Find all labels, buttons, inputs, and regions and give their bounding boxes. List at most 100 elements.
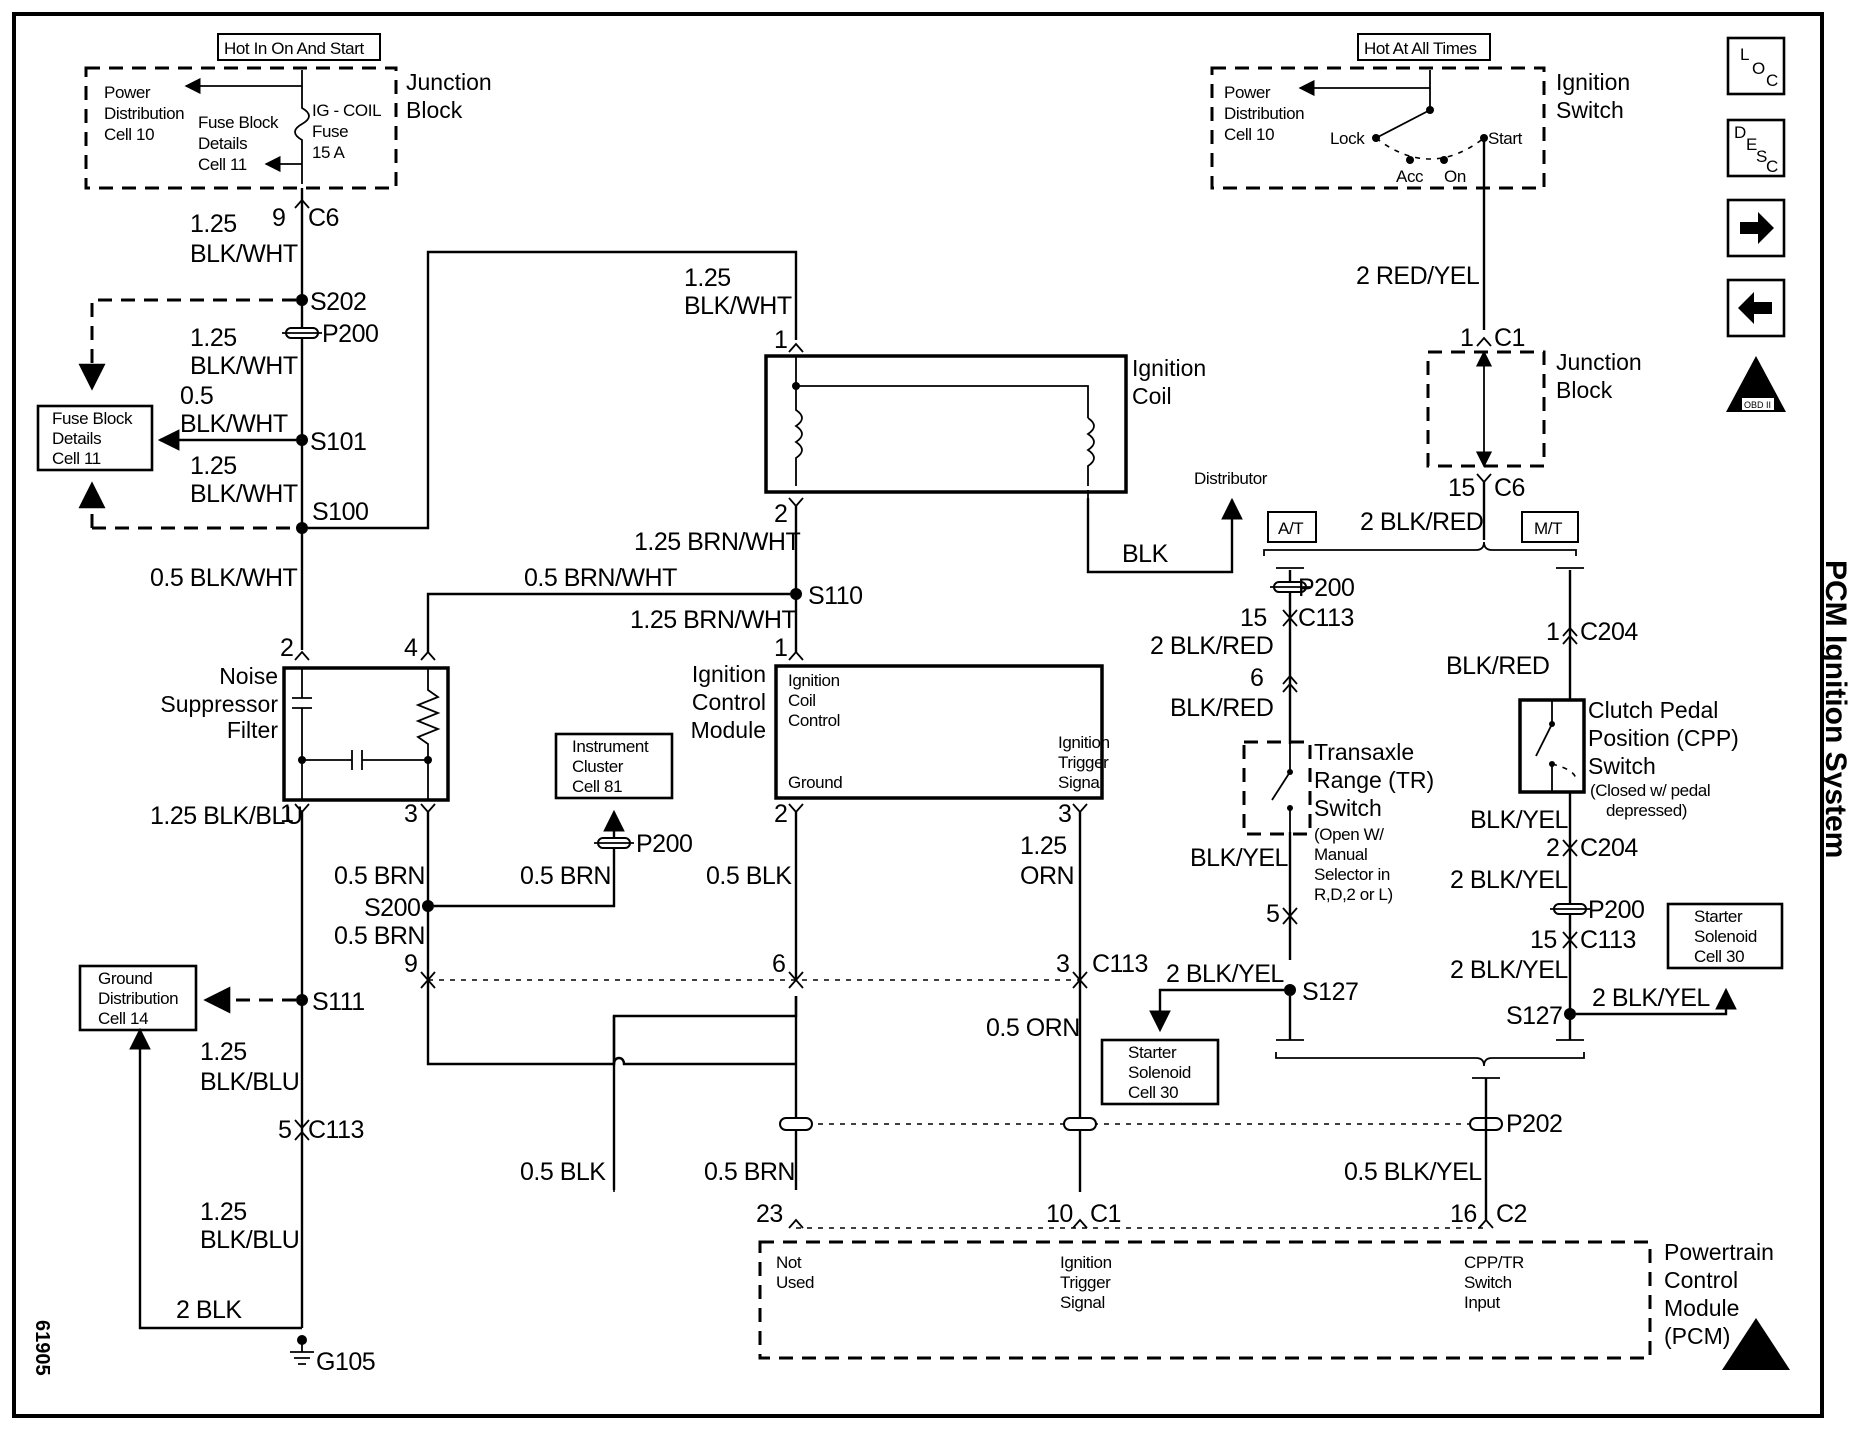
figure-number: 61905	[31, 1320, 53, 1376]
ref-instrument-cluster[interactable]: Instrument Cluster Cell 81	[554, 732, 674, 800]
ref-starter-solenoid-mid[interactable]: Starter Solenoid Cell 30	[1100, 1038, 1220, 1106]
svg-text:Cell 11: Cell 11	[52, 449, 101, 468]
cpp-switch-note: (Closed w/ pedal depressed)	[1590, 781, 1711, 820]
svg-text:Manual: Manual	[1314, 845, 1367, 864]
pdc-left-arrow	[184, 70, 303, 95]
wire-label: 2 RED/YEL	[1356, 262, 1480, 290]
ref-ground-distribution[interactable]: Ground Distribution Cell 14	[78, 964, 198, 1032]
icm-ground-text: Ground	[788, 773, 842, 792]
label-mt: M/T	[1521, 511, 1579, 543]
svg-text:R,D,2 or L): R,D,2 or L)	[1314, 885, 1393, 904]
svg-text:Fuse: Fuse	[312, 122, 348, 141]
cpp-switch-contacts	[1535, 700, 1577, 792]
ignition-switch-box	[1210, 66, 1546, 190]
c6-pin-label: 9	[272, 204, 285, 232]
svg-text:Switch: Switch	[1588, 753, 1656, 779]
connector-symbol	[294, 198, 310, 209]
svg-text:CPP/TR: CPP/TR	[1464, 1253, 1524, 1272]
svg-text:Distribution: Distribution	[98, 989, 178, 1008]
ig-coil-fuse-text: IG - COIL Fuse 15 A	[312, 101, 382, 162]
splice-s127-right-label: S127	[1506, 1002, 1562, 1030]
pcm-not-used-text: Not Used	[776, 1253, 814, 1292]
svg-text:Trigger: Trigger	[1058, 753, 1109, 772]
icm-label: Ignition Control Module	[691, 661, 766, 743]
svg-text:Noise: Noise	[219, 663, 278, 689]
connector-p200-cluster	[594, 837, 634, 849]
obd-ii-icon: OBD II	[1726, 356, 1786, 412]
splice-s202-label: S202	[310, 288, 366, 316]
svg-text:Not: Not	[776, 1253, 802, 1272]
p200-at-label: P200	[1298, 574, 1354, 602]
powertrain-control-module	[758, 1240, 1652, 1360]
wire-label: 0.5 BLK/WHT	[150, 564, 298, 592]
svg-text:Module: Module	[1664, 1295, 1739, 1321]
fuse-block-details-text: Fuse Block Details Cell 11	[198, 113, 279, 174]
wire-label: BLK/RED	[1446, 652, 1549, 680]
icm-pin2-label: 2	[774, 800, 787, 828]
svg-text:Coil: Coil	[1132, 383, 1172, 409]
svg-text:Cell 10: Cell 10	[1224, 125, 1274, 144]
diagram-frame	[12, 12, 1824, 1418]
svg-text:(PCM): (PCM)	[1664, 1323, 1730, 1349]
svg-text:Cell 30: Cell 30	[1694, 947, 1744, 966]
arrow-left-icon[interactable]	[1726, 278, 1786, 338]
c1-pin-label: 1	[1460, 324, 1473, 352]
splice-s110	[790, 588, 802, 600]
ignition-coil-label: Ignition Coil	[1132, 355, 1206, 409]
svg-text:Details: Details	[198, 134, 247, 153]
g105-label: G105	[316, 1348, 375, 1376]
c6-jb-label: C6	[1494, 474, 1525, 502]
page-title: PCM Ignition System	[1819, 560, 1852, 858]
c113-blu-label: C113	[308, 1116, 364, 1144]
arrow-right-icon[interactable]	[1726, 198, 1786, 258]
pcm-label: Powertrain Control Module (PCM)	[1664, 1239, 1774, 1349]
svg-text:Control: Control	[1664, 1267, 1738, 1293]
connector-p200-at	[1270, 581, 1310, 593]
connector-p202-mid	[1063, 1117, 1097, 1131]
svg-text:E: E	[1746, 135, 1757, 154]
svg-text:O: O	[1752, 59, 1765, 78]
distributor-label: Distributor	[1194, 469, 1268, 488]
wire-label: BLK/BLU	[200, 1068, 299, 1096]
wire-label: ORN	[1020, 862, 1074, 890]
pcm-pin16-label: 16	[1450, 1200, 1477, 1228]
pcm-pin10-label: 10	[1046, 1200, 1073, 1228]
svg-text:(Open W/: (Open W/	[1314, 825, 1384, 844]
p200-mt-label: P200	[1588, 896, 1644, 924]
svg-text:Ignition: Ignition	[1060, 1253, 1112, 1272]
svg-text:Power: Power	[1224, 83, 1271, 102]
wire-label: BLK/YEL	[1470, 806, 1569, 834]
svg-text:Ignition: Ignition	[1556, 69, 1630, 95]
svg-text:A/T: A/T	[1278, 519, 1303, 538]
connector-p200-mt	[1550, 903, 1590, 915]
pcm-pin23-label: 23	[756, 1200, 783, 1228]
junction-block-left-label: Junction Block	[406, 69, 492, 123]
ref-starter-solenoid-right[interactable]: Starter Solenoid Cell 30	[1666, 902, 1784, 970]
icm-pin1-label: 1	[774, 634, 787, 662]
p200-cluster-label: P200	[636, 830, 692, 858]
connector-symbols	[420, 971, 1088, 989]
transaxle-range-switch	[1242, 740, 1312, 836]
svg-text:Filter: Filter	[227, 717, 278, 743]
splice-s127-left-label: S127	[1302, 978, 1358, 1006]
desc-icon[interactable]: D E S C	[1726, 118, 1786, 178]
svg-text:L: L	[1740, 45, 1749, 64]
wire-s100-to-coil	[308, 250, 798, 530]
switch-acc-text: Acc	[1396, 167, 1424, 186]
crossover	[612, 1056, 796, 1066]
ig-coil-fuse-symbol	[294, 86, 310, 184]
ref-fuse-block-details[interactable]: Fuse Block Details Cell 11	[36, 404, 154, 472]
loc-icon[interactable]: L O C	[1726, 36, 1786, 96]
ignition-coil	[764, 354, 1128, 494]
wire-label: BLK/WHT	[684, 292, 792, 320]
svg-text:Control: Control	[788, 711, 840, 730]
connector-symbol	[1562, 839, 1578, 857]
c113-pin3-label: 3	[1056, 950, 1069, 978]
pcm-cpp-text: CPP/TR Switch Input	[1464, 1253, 1524, 1312]
ignition-switch-label: Ignition Switch	[1556, 69, 1630, 123]
wire-label: 1.25	[200, 1038, 247, 1066]
wire-label: 0.5 BRN/WHT	[524, 564, 677, 592]
svg-text:OBD II: OBD II	[1744, 400, 1771, 410]
tr-switch-note: (Open W/ Manual Selector in R,D,2 or L)	[1314, 825, 1393, 904]
svg-text:Position (CPP): Position (CPP)	[1588, 725, 1739, 751]
